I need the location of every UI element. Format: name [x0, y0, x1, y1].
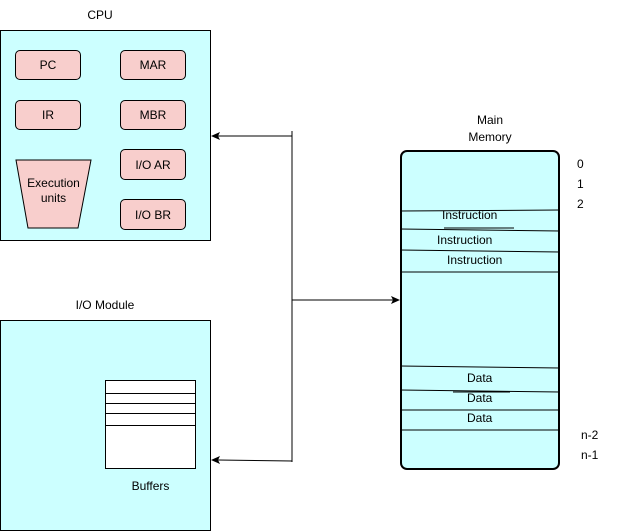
execution-units-line-2: units [40, 191, 67, 205]
memory-instruction-2: Instruction [437, 233, 493, 247]
buffers [105, 380, 196, 469]
cpu-title: CPU [87, 8, 113, 22]
io-ar-register: I/O AR [120, 149, 186, 180]
memory-data-1: Data [467, 371, 493, 385]
memory-title: Main Memory [450, 112, 530, 146]
address-2: 2 [577, 197, 584, 211]
bus-to-memory-arrowhead [391, 296, 400, 304]
bus-to-io-arrow [217, 459, 293, 462]
io-br-register: I/O BR [120, 199, 186, 230]
memory-instruction-1: Instruction [442, 208, 498, 222]
bus-to-io-arrowhead [211, 456, 220, 464]
address-0: 0 [577, 157, 584, 171]
main-memory [400, 150, 560, 470]
memory-instruction-3: Instruction [447, 253, 503, 267]
pc-register: PC [15, 50, 81, 80]
address-1: 1 [577, 177, 584, 191]
bus-to-cpu-arrowhead [211, 132, 220, 140]
memory-data-3: Data [467, 411, 493, 425]
mar-register: MAR [120, 50, 186, 80]
memory-data-2: Data [467, 391, 493, 405]
memory-title-line-1: Main [476, 113, 503, 127]
io-module-title: I/O Module [75, 298, 135, 312]
execution-units-label: Execution units [16, 176, 91, 206]
memory-title-line-2: Memory [468, 130, 512, 144]
ir-register: IR [15, 100, 81, 130]
address-n-2: n-2 [581, 428, 599, 442]
execution-units-line-1: Execution [27, 176, 80, 190]
memory-partitions [400, 209, 560, 431]
execution-units-shape [15, 159, 92, 229]
address-n-1: n-1 [581, 448, 599, 462]
mbr-register: MBR [120, 100, 186, 130]
buffers-label: Buffers [131, 479, 170, 493]
